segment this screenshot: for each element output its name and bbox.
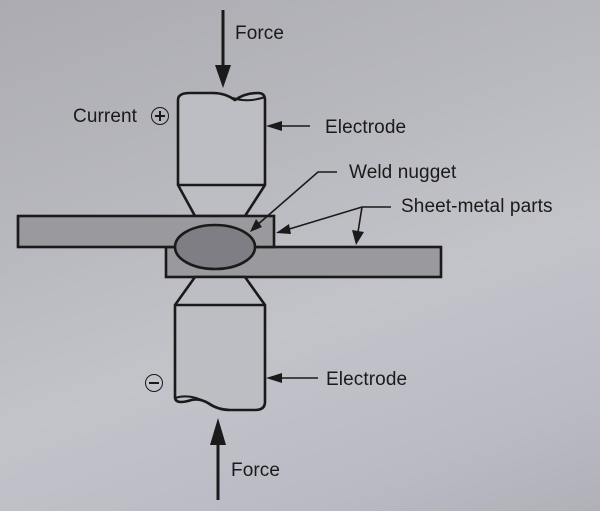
force-arrow-top [215, 10, 231, 88]
leader-weld-nugget [250, 171, 337, 232]
leader-electrode-bottom [266, 373, 318, 383]
electrode-label-bottom: Electrode [326, 369, 408, 390]
electrode-label-top: Electrode [325, 117, 407, 138]
weld-nugget-label: Weld nugget [349, 162, 457, 183]
leader-sheet-metal-parts [276, 206, 391, 245]
force-arrow-bottom [210, 418, 226, 500]
weld-nugget [173, 223, 257, 271]
leader-electrode-top [266, 121, 310, 131]
plus-circle-icon [151, 107, 169, 125]
force-label-top: Force [235, 23, 285, 44]
sheet-metal-parts-label: Sheet-metal parts [401, 196, 553, 217]
lower-electrode [173, 275, 267, 412]
current-label: Current [73, 106, 138, 127]
minus-circle-icon [145, 374, 163, 392]
upper-electrode [176, 91, 267, 218]
force-label-bottom: Force [231, 460, 281, 481]
